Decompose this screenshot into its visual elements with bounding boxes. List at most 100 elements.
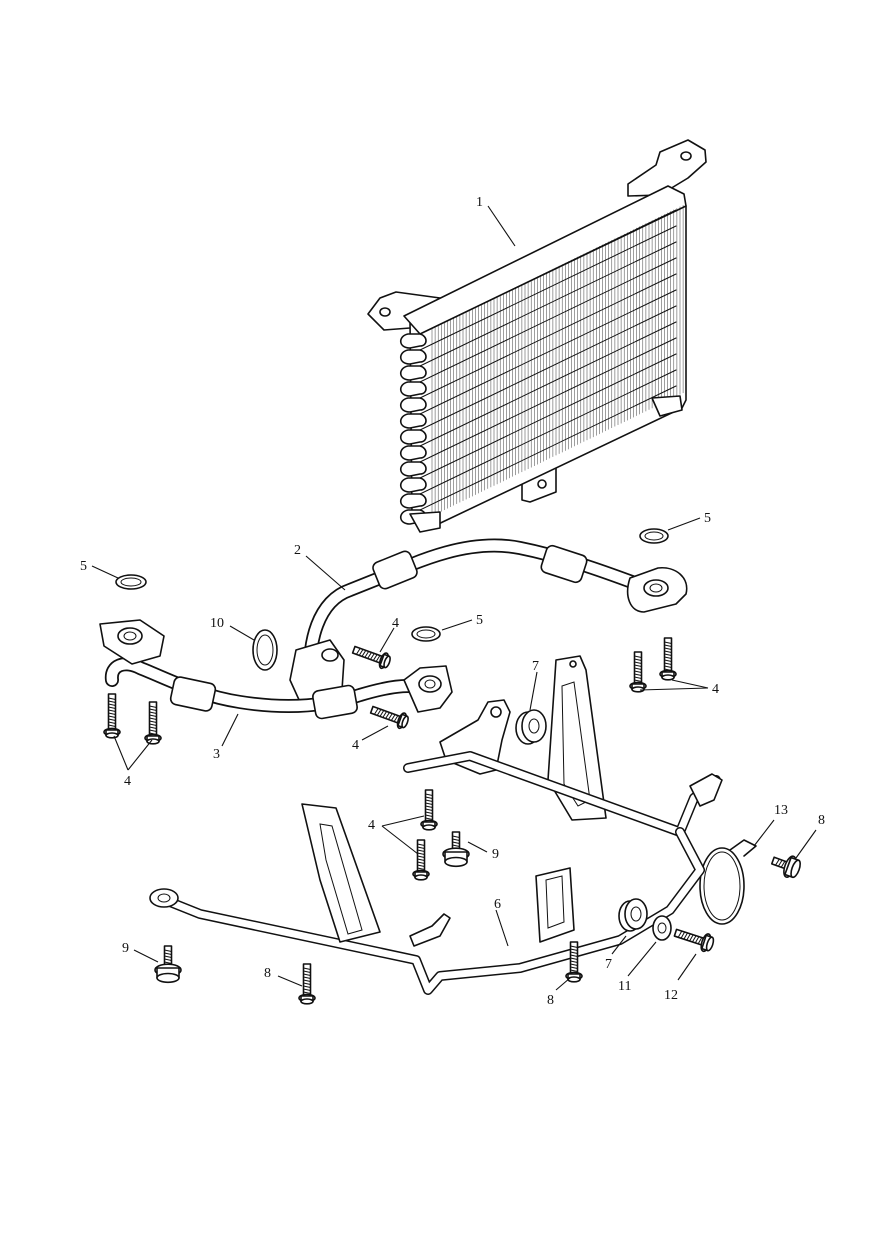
bolt-thread	[777, 859, 783, 867]
bolt-thread	[664, 659, 672, 662]
bolt-thread	[664, 665, 672, 668]
bolt-thread	[425, 808, 433, 811]
lower-oil-hose	[99, 619, 453, 720]
bracket-eye-hole	[157, 893, 171, 903]
bolt-thread	[164, 961, 172, 964]
mounting-bracket	[149, 655, 723, 995]
bolt-thread	[108, 706, 116, 709]
bolt-thread	[664, 656, 672, 659]
o-ring-inner	[256, 634, 274, 666]
hose-ferrule	[540, 544, 588, 584]
bolt-thread	[634, 661, 642, 664]
bolt-thread	[452, 838, 460, 841]
bolt-thread	[570, 960, 578, 963]
bolt-icon	[420, 789, 438, 831]
callout-5: 5	[476, 613, 483, 628]
bolt-thread	[425, 802, 433, 805]
o-ring-icon	[411, 626, 441, 642]
bolt-thread	[689, 934, 694, 942]
bolt-head-face	[146, 738, 160, 745]
cooler-foot	[409, 511, 441, 533]
bolt-icon	[103, 693, 121, 739]
bolt-thread	[452, 835, 460, 838]
bolt-thread	[634, 658, 642, 661]
bolt-thread	[417, 846, 425, 849]
bolt-thread	[303, 970, 311, 973]
callout-6: 6	[494, 897, 501, 912]
bolt-thread	[390, 713, 396, 722]
callout-5: 5	[80, 559, 87, 574]
callout-4: 4	[352, 738, 359, 753]
bolt-thread	[164, 955, 172, 958]
bolt-head-face	[422, 824, 436, 831]
bolt-icon	[412, 839, 430, 881]
bolt-thread	[149, 708, 157, 711]
bolt-thread	[664, 662, 672, 665]
tab-hole	[379, 307, 391, 317]
bolt-thread	[425, 814, 433, 817]
bolt-thread	[417, 864, 425, 867]
callout-5: 5	[704, 511, 711, 526]
bolt-thread	[664, 641, 672, 644]
bolt-head-face	[414, 874, 428, 881]
grommet-icon	[618, 898, 648, 932]
bolt-thread	[149, 717, 157, 720]
bolt-thread	[570, 954, 578, 957]
bolt-thread	[369, 652, 375, 661]
callout-labels: 1 2 3 4 4 4 4 4 5 5 5 6 7 7 8 8 8 9 9 10…	[80, 195, 825, 1008]
junction-port	[321, 648, 339, 662]
bolt-thread	[775, 858, 780, 866]
bolt-thread	[164, 949, 172, 952]
bolt-thread	[425, 811, 433, 814]
bolt-thread	[417, 855, 425, 858]
bolt-thread	[425, 817, 433, 820]
bolt-thread	[108, 724, 116, 727]
bolt-icon	[770, 855, 801, 879]
grommet-icon	[515, 709, 547, 745]
tab-hole	[537, 479, 547, 489]
upright-hole	[569, 660, 577, 668]
bolt-thread	[570, 957, 578, 960]
bolt-thread	[425, 799, 433, 802]
upright-slot	[545, 875, 565, 929]
upright-slot	[319, 823, 363, 935]
bolt-thread	[417, 861, 425, 864]
bolt-thread	[694, 936, 700, 944]
bolt-thread	[697, 937, 703, 945]
bolt-thread	[303, 982, 311, 985]
bolt-thread	[382, 710, 388, 718]
callout-11: 11	[618, 979, 631, 994]
bolt-thread	[634, 670, 642, 673]
bolt-icon	[659, 637, 677, 681]
bolt-thread	[691, 935, 697, 943]
callout-4: 4	[392, 616, 399, 631]
cooler-fins	[399, 209, 677, 525]
cooler-fin	[399, 413, 427, 429]
tab-hole	[680, 151, 692, 161]
bolt-thread	[683, 932, 688, 940]
bolt-thread	[361, 649, 367, 657]
cooler-fin	[399, 429, 427, 445]
bolt-thread	[108, 703, 116, 706]
bolt-thread	[452, 841, 460, 844]
bolt-thread	[417, 849, 425, 852]
callout-13: 13	[774, 803, 788, 818]
bolt-thread	[149, 723, 157, 726]
cooler-fin	[399, 333, 427, 349]
callout-3: 3	[213, 747, 220, 762]
bolt-head-face	[105, 732, 119, 739]
oil-cooler	[367, 139, 707, 533]
bolt-icon	[298, 963, 316, 1005]
callout-7: 7	[605, 957, 612, 972]
bolt-thread	[634, 679, 642, 682]
bolt-icon	[369, 705, 409, 730]
callout-7: 7	[532, 659, 539, 674]
bolt-thread	[393, 715, 399, 723]
bolt-head-face	[444, 856, 468, 868]
callout-10: 10	[210, 616, 224, 631]
bolt-thread	[452, 844, 460, 847]
bolt-thread	[149, 714, 157, 717]
bolt-thread	[417, 858, 425, 861]
